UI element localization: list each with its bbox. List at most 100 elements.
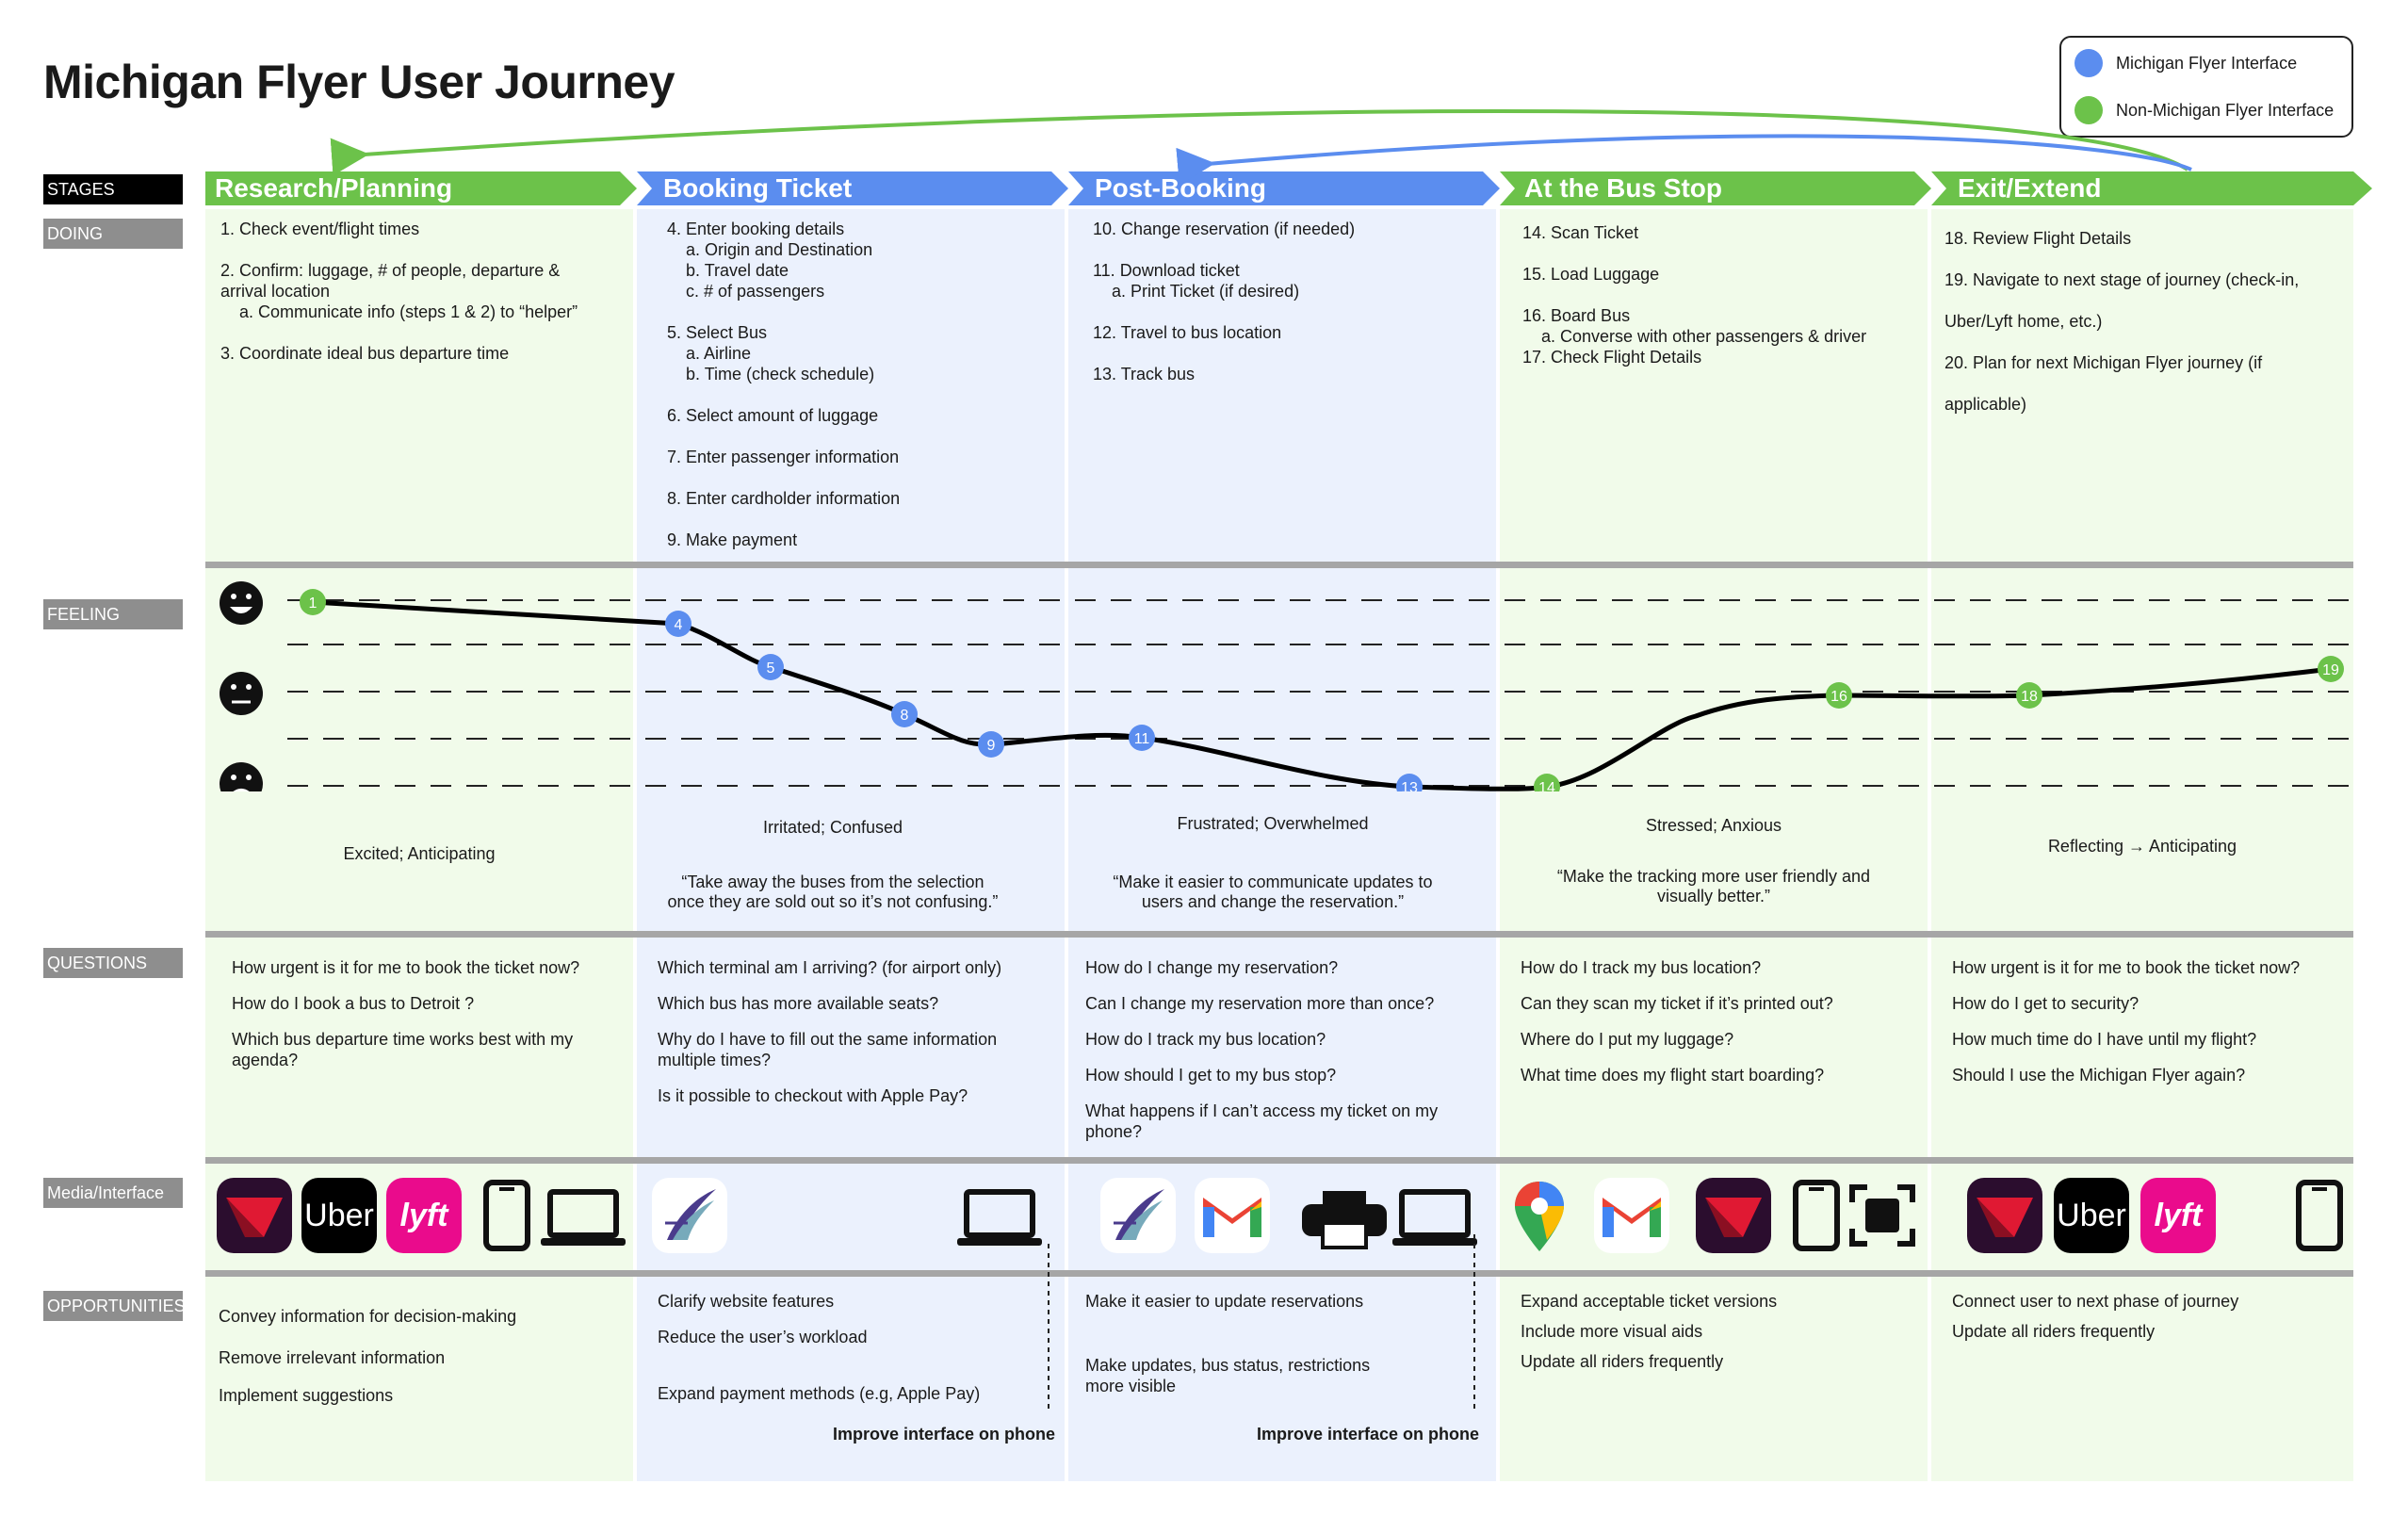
sad-face-icon — [220, 762, 263, 791]
doing-list: 14. Scan Ticket 15. Load Luggage 16. Boa… — [1522, 222, 1866, 367]
lyft-app-icon: lyft — [2140, 1178, 2216, 1253]
chevron-booking — [637, 171, 1068, 205]
feeling-point-label: 9 — [987, 738, 996, 754]
delta-app-icon — [1696, 1178, 1771, 1253]
legend-label: Non-Michigan Flyer Interface — [2116, 100, 2335, 120]
row-label-feeling: FEELING — [43, 599, 183, 629]
feeling-point — [891, 701, 918, 727]
doing-item: 14. Scan Ticket — [1522, 223, 1639, 242]
doing-item — [220, 322, 578, 343]
doing-item: b. Time (check schedule) — [667, 365, 875, 383]
row-label-stages: STAGES — [43, 174, 183, 204]
feeling-gridlines — [287, 599, 2355, 787]
feeling-point — [300, 589, 326, 615]
delta-app-icon — [1967, 1178, 2042, 1253]
michigan-flyer-logo-icon — [652, 1178, 727, 1253]
doing-item — [667, 467, 900, 488]
arrow-green — [330, 108, 2189, 176]
feeling-point — [978, 731, 1004, 758]
divider — [205, 562, 2353, 568]
opportunities-list: Expand acceptable ticket versions Includ… — [1521, 1291, 1777, 1372]
doing-item: 19. Navigate to next stage of journey (c… — [1944, 270, 2300, 289]
question-item: How do I track my bus location? — [1085, 1030, 1326, 1049]
blue-dot-icon — [2074, 49, 2103, 77]
opportunity-item: Include more visual aids — [1521, 1322, 1703, 1341]
opportunity-item: Update all riders frequently — [1952, 1322, 2156, 1341]
doing-list: 4. Enter booking details a. Origin and D… — [667, 219, 900, 550]
feeling-point-label: 4 — [675, 617, 683, 633]
doing-item — [1944, 332, 2299, 352]
doing-item — [1944, 290, 2299, 311]
doing-item — [1944, 249, 2299, 269]
feeling-label: Frustrated; Overwhelmed — [1177, 814, 1369, 833]
chevron-bus-stop — [1500, 171, 1931, 205]
stage-column — [637, 209, 1065, 1481]
feeling-point — [1129, 725, 1155, 751]
opportunity-item: Implement suggestions — [219, 1386, 394, 1405]
feeling-point — [757, 654, 784, 680]
opportunity-item: Clarify website features — [658, 1292, 835, 1311]
doing-item: a. Origin and Destination — [667, 240, 873, 259]
question-item: Why do I have to fill out the same infor… — [658, 1030, 998, 1069]
feeling-point-label: 11 — [1134, 731, 1150, 747]
doing-item: applicable) — [1944, 395, 2027, 414]
question-item: Can they scan my ticket if it’s printed … — [1521, 994, 1833, 1013]
doing-item: a. Print Ticket (if desired) — [1093, 282, 1300, 301]
feeling-point-label: 14 — [1538, 780, 1555, 791]
questions-list: How urgent is it for me to book the tick… — [1952, 957, 2300, 1101]
feeling-label: Reflecting → Anticipating — [2047, 837, 2237, 856]
doing-item: b. Travel date — [667, 261, 789, 280]
doing-item: 7. Enter passenger information — [667, 448, 900, 466]
phone-icon — [1793, 1180, 1840, 1251]
feeling-point-label: 19 — [2322, 662, 2339, 678]
doing-item — [1093, 343, 1355, 364]
feeling-point — [2016, 682, 2042, 709]
doing-item: 16. Board Bus — [1522, 306, 1631, 325]
doing-list: 18. Review Flight Details 19. Navigate t… — [1944, 228, 2299, 415]
legend-item: Non-Michigan Flyer Interface — [2074, 96, 2334, 124]
arrow-blue — [1176, 134, 2192, 186]
doing-item: 18. Review Flight Details — [1944, 229, 2132, 248]
question-item: Can I change my reservation more than on… — [1085, 994, 1435, 1013]
dashed-divider — [1048, 1244, 1049, 1413]
doing-item: 8. Enter cardholder information — [667, 489, 901, 508]
feeling-point-label: 8 — [901, 708, 909, 724]
doing-item: c. # of passengers — [667, 282, 825, 301]
doing-item — [1522, 285, 1866, 305]
laptop-icon — [541, 1189, 626, 1246]
doing-item: 2. Confirm: luggage, # of people, depart… — [220, 261, 561, 280]
doing-item: 12. Travel to bus location — [1093, 323, 1282, 342]
opportunity-note: Improve interface on phone — [833, 1425, 1056, 1444]
stage-column — [1931, 209, 2353, 1481]
feeling-point-label: 5 — [767, 661, 775, 677]
doing-item — [667, 509, 900, 530]
doing-item: 17. Check Flight Details — [1522, 348, 1702, 367]
chevron-exit — [1931, 171, 2372, 205]
laptop-icon — [1392, 1189, 1477, 1246]
feeling-point — [2318, 656, 2344, 682]
opportunity-item: Expand payment methods (e.g, Apple Pay) — [658, 1384, 981, 1403]
gmail-icon — [1195, 1178, 1270, 1253]
feeling-point-label: 16 — [1830, 689, 1847, 705]
user-quote: “Make the tracking more user friendly an… — [1556, 867, 1871, 905]
opportunity-item: Make updates, bus status, restrictions m… — [1085, 1356, 1371, 1395]
feeling-point — [1396, 774, 1423, 791]
lyft-app-icon: lyft — [386, 1178, 462, 1253]
feeling-point-label: 13 — [1401, 780, 1418, 791]
opportunities-list: Convey information for decision-making R… — [219, 1306, 516, 1406]
green-dot-icon — [2074, 96, 2103, 124]
dashed-divider — [1473, 1234, 1475, 1413]
questions-list: How do I change my reservation?Can I cha… — [1085, 957, 1438, 1157]
doing-item: a. Airline — [667, 344, 752, 363]
opportunity-item: Update all riders frequently — [1521, 1352, 1724, 1371]
doing-item: arrival location — [220, 282, 331, 301]
opportunities-list: Connect user to next phase of journey Up… — [1952, 1291, 2238, 1342]
doing-list: 1. Check event/flight times 2. Confirm: … — [220, 219, 578, 364]
question-item: Where do I put my luggage? — [1521, 1030, 1734, 1049]
doing-item: a. Converse with other passengers & driv… — [1522, 327, 1867, 346]
feeling-label: Excited; Anticipating — [343, 844, 496, 863]
doing-item: 1. Check event/flight times — [220, 220, 420, 238]
opportunity-note: Improve interface on phone — [1257, 1425, 1480, 1444]
doing-item: 3. Coordinate ideal bus departure time — [220, 344, 510, 363]
